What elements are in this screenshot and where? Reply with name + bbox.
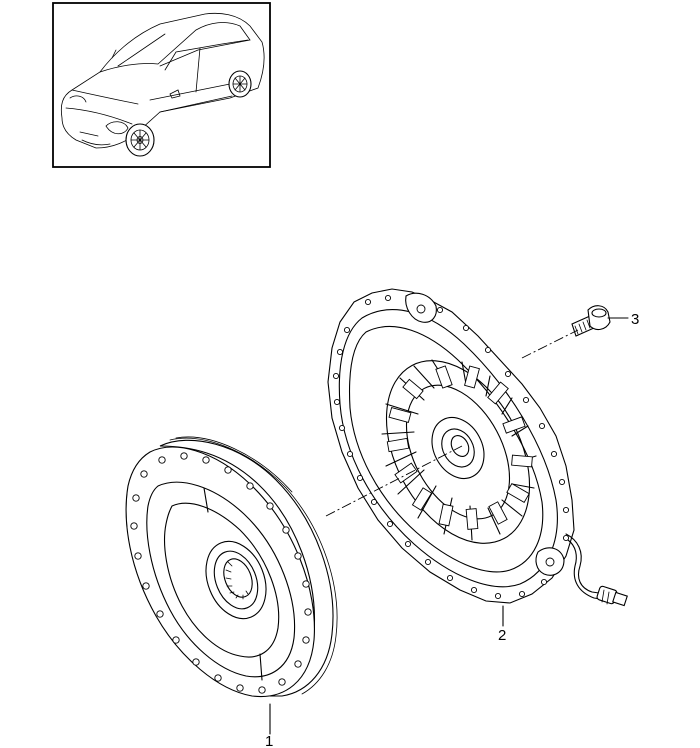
callout-1: 1 — [265, 733, 273, 748]
callout-2: 2 — [498, 627, 506, 644]
car-thumbnail-icon — [52, 2, 271, 168]
bolt-axis-line — [521, 329, 579, 359]
callout-3: 3 — [631, 311, 639, 328]
flywheel-illustration — [125, 436, 338, 698]
bolt-illustration — [571, 305, 611, 337]
pressure-plate-illustration — [327, 288, 628, 607]
center-axis-line — [325, 445, 463, 517]
